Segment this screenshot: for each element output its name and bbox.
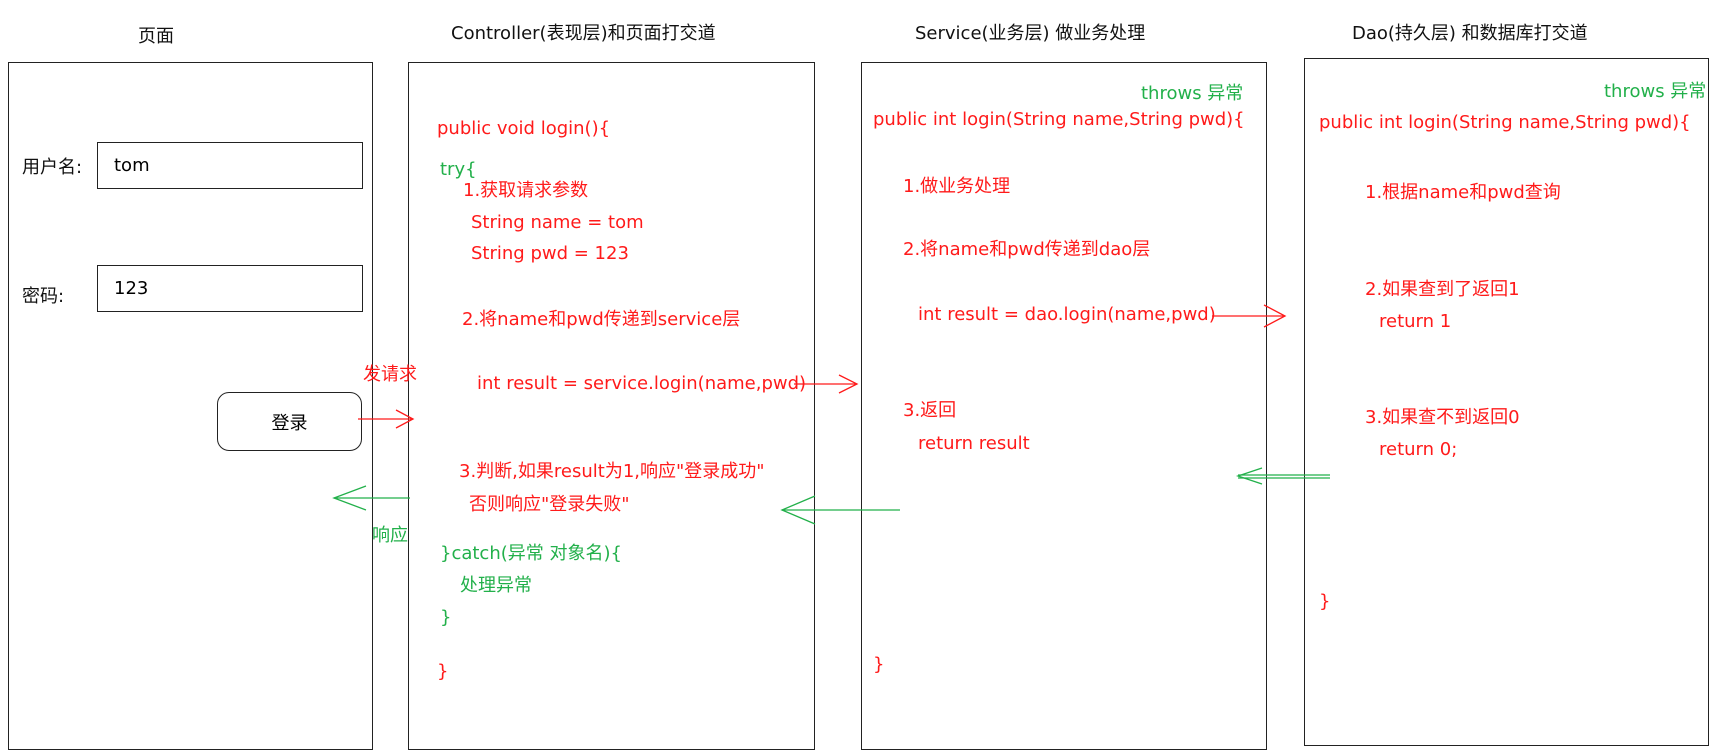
controller-line-1: public void login(){ [437,118,611,139]
service-line-2: 1.做业务处理 [903,176,1011,197]
service-panel [861,62,1267,750]
username-label: 用户名: [22,157,83,178]
controller-line-5: String pwd = 123 [471,243,629,264]
service-to-dao-arrow [1212,304,1287,328]
controller-try: try{ [440,159,477,180]
controller-line-3: 1.获取请求参数 [463,180,589,201]
dao-line-5: 3.如果查不到返回0 [1365,407,1520,428]
controller-column-title: Controller(表现层)和页面打交道 [451,23,716,44]
controller-line-7: int result = service.login(name,pwd) [477,373,807,394]
controller-line-4: String name = tom [471,212,644,233]
dao-panel [1304,58,1709,746]
service-line-1: public int login(String name,String pwd)… [873,109,1245,130]
controller-panel [408,62,815,750]
service-throws: throws 异常 [1141,83,1244,104]
service-line-6: return result [918,433,1030,454]
controller-line-6: 2.将name和pwd传递到service层 [462,309,741,330]
response-label: 响应 [372,525,408,546]
login-button-label: 登录 [271,412,308,434]
service-line-5: 3.返回 [903,400,957,421]
request-label: 发请求 [363,364,417,385]
dao-line-3: 2.如果查到了返回1 [1365,279,1520,300]
service-method-close: } [873,654,885,675]
controller-line-8: 3.判断,如果result为1,响应"登录成功" [459,461,765,482]
service-line-4: int result = dao.login(name,pwd) [918,304,1216,325]
dao-line-1: public int login(String name,String pwd)… [1319,112,1691,133]
controller-catch-close: } [440,607,452,628]
page-column-title: 页面 [138,26,174,47]
service-line-3: 2.将name和pwd传递到dao层 [903,239,1151,260]
dao-method-close: } [1319,591,1331,612]
password-label: 密码: [22,286,65,307]
password-value: 123 [114,278,149,299]
service-to-controller-arrow [780,495,900,525]
dao-to-service-arrow [1235,467,1330,485]
controller-catch: }catch(异常 对象名){ [440,543,622,564]
username-value: tom [114,155,150,176]
service-column-title: Service(业务层) 做业务处理 [915,23,1146,44]
dao-throws: throws 异常 [1604,81,1707,102]
dao-line-4: return 1 [1379,311,1452,332]
controller-line-9: 否则响应"登录失败" [469,494,630,515]
controller-handle-exception: 处理异常 [460,575,532,596]
controller-to-service-arrow [794,374,859,394]
username-input[interactable]: tom [97,142,363,189]
request-arrow [358,409,415,429]
dao-line-2: 1.根据name和pwd查询 [1365,182,1561,203]
password-input[interactable]: 123 [97,265,363,312]
dao-line-6: return 0; [1379,439,1458,460]
dao-column-title: Dao(持久层) 和数据库打交道 [1352,23,1588,44]
controller-method-close: } [437,661,449,682]
login-button[interactable]: 登录 [217,392,362,451]
response-arrow [332,485,410,511]
